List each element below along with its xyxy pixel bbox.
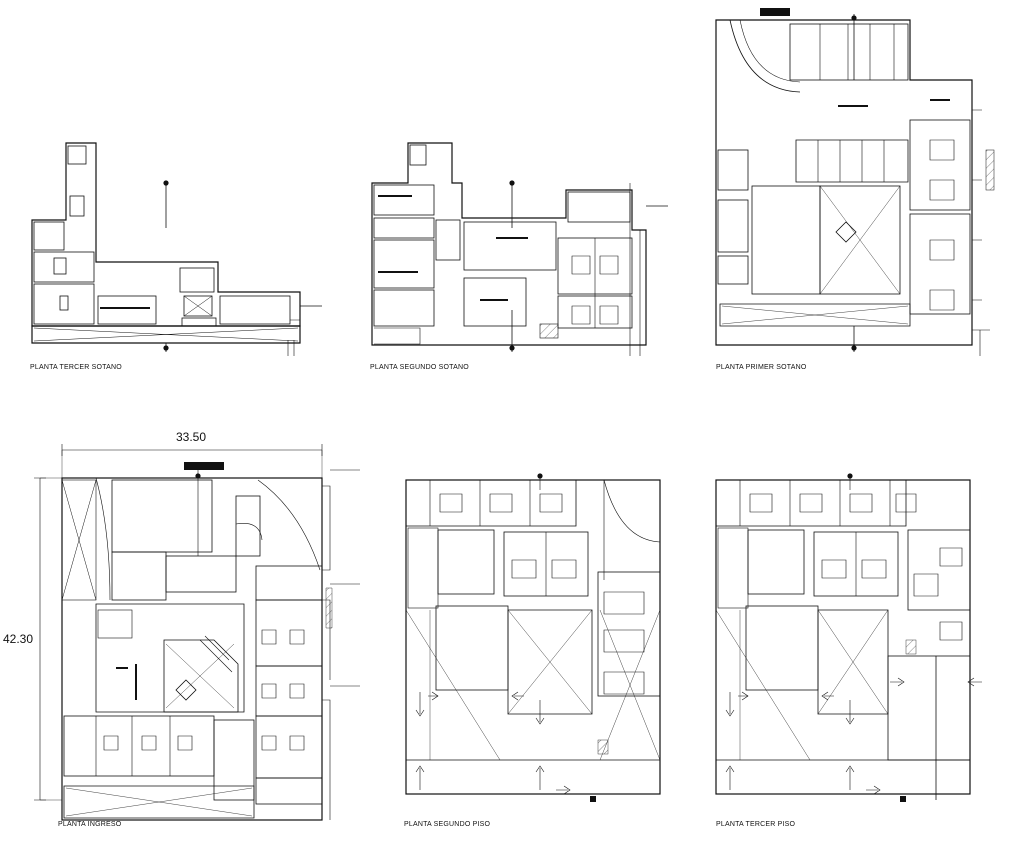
plan-segundo-sotano bbox=[371, 142, 668, 356]
height-dimension-label: 42.30 bbox=[3, 632, 34, 646]
plan-ingreso bbox=[34, 444, 360, 821]
plan-title-tercer-sotano: PLANTA TERCER SOTANO bbox=[30, 364, 122, 371]
plan-title-ingreso: PLANTA INGRESO bbox=[58, 821, 122, 828]
plan-title-primer-sotano: PLANTA PRIMER SOTANO bbox=[716, 364, 807, 371]
plan-segundo-piso bbox=[405, 473, 661, 802]
plan-primer-sotano bbox=[715, 8, 995, 356]
plan-title-tercer-piso: PLANTA TERCER PISO bbox=[716, 821, 796, 828]
width-dimension-label: 33.50 bbox=[176, 430, 207, 444]
plan-tercer-piso bbox=[715, 473, 982, 802]
plan-tercer-sotano bbox=[31, 142, 322, 356]
plan-title-segundo-sotano: PLANTA SEGUNDO SOTANO bbox=[370, 364, 469, 371]
plan-title-segundo-piso: PLANTA SEGUNDO PISO bbox=[404, 821, 491, 828]
